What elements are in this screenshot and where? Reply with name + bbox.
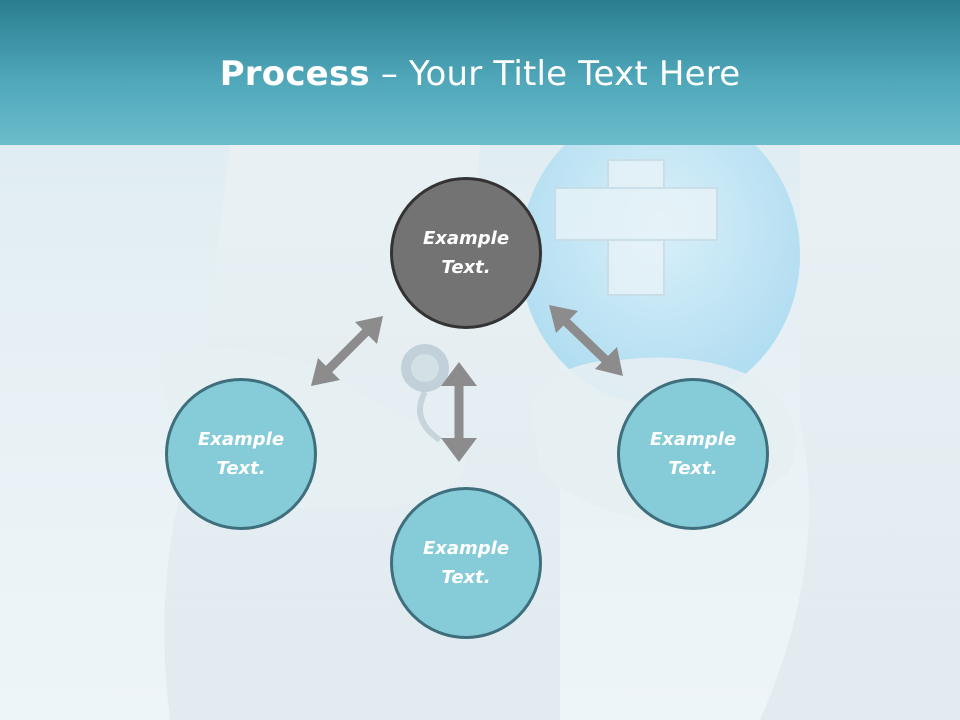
bottom-node: Example Text. xyxy=(390,487,542,639)
right-node: Example Text. xyxy=(617,378,769,530)
title-bar: Process – Your Title Text Here xyxy=(0,0,960,145)
right-node-label: Example Text. xyxy=(649,429,737,479)
double-arrow-icon xyxy=(549,305,623,376)
slide-title: Process – Your Title Text Here xyxy=(0,50,960,98)
left-node: Example Text. xyxy=(165,378,317,530)
bottom-node-label: Example Text. xyxy=(422,538,510,588)
left-node-label: Example Text. xyxy=(197,429,285,479)
double-arrow-icon xyxy=(441,362,477,462)
center-node: Example Text. xyxy=(390,177,542,329)
title-rest: – Your Title Text Here xyxy=(369,54,741,94)
center-node-label: Example Text. xyxy=(422,228,510,278)
title-bold: Process xyxy=(219,54,370,94)
double-arrow-icon xyxy=(311,316,383,386)
